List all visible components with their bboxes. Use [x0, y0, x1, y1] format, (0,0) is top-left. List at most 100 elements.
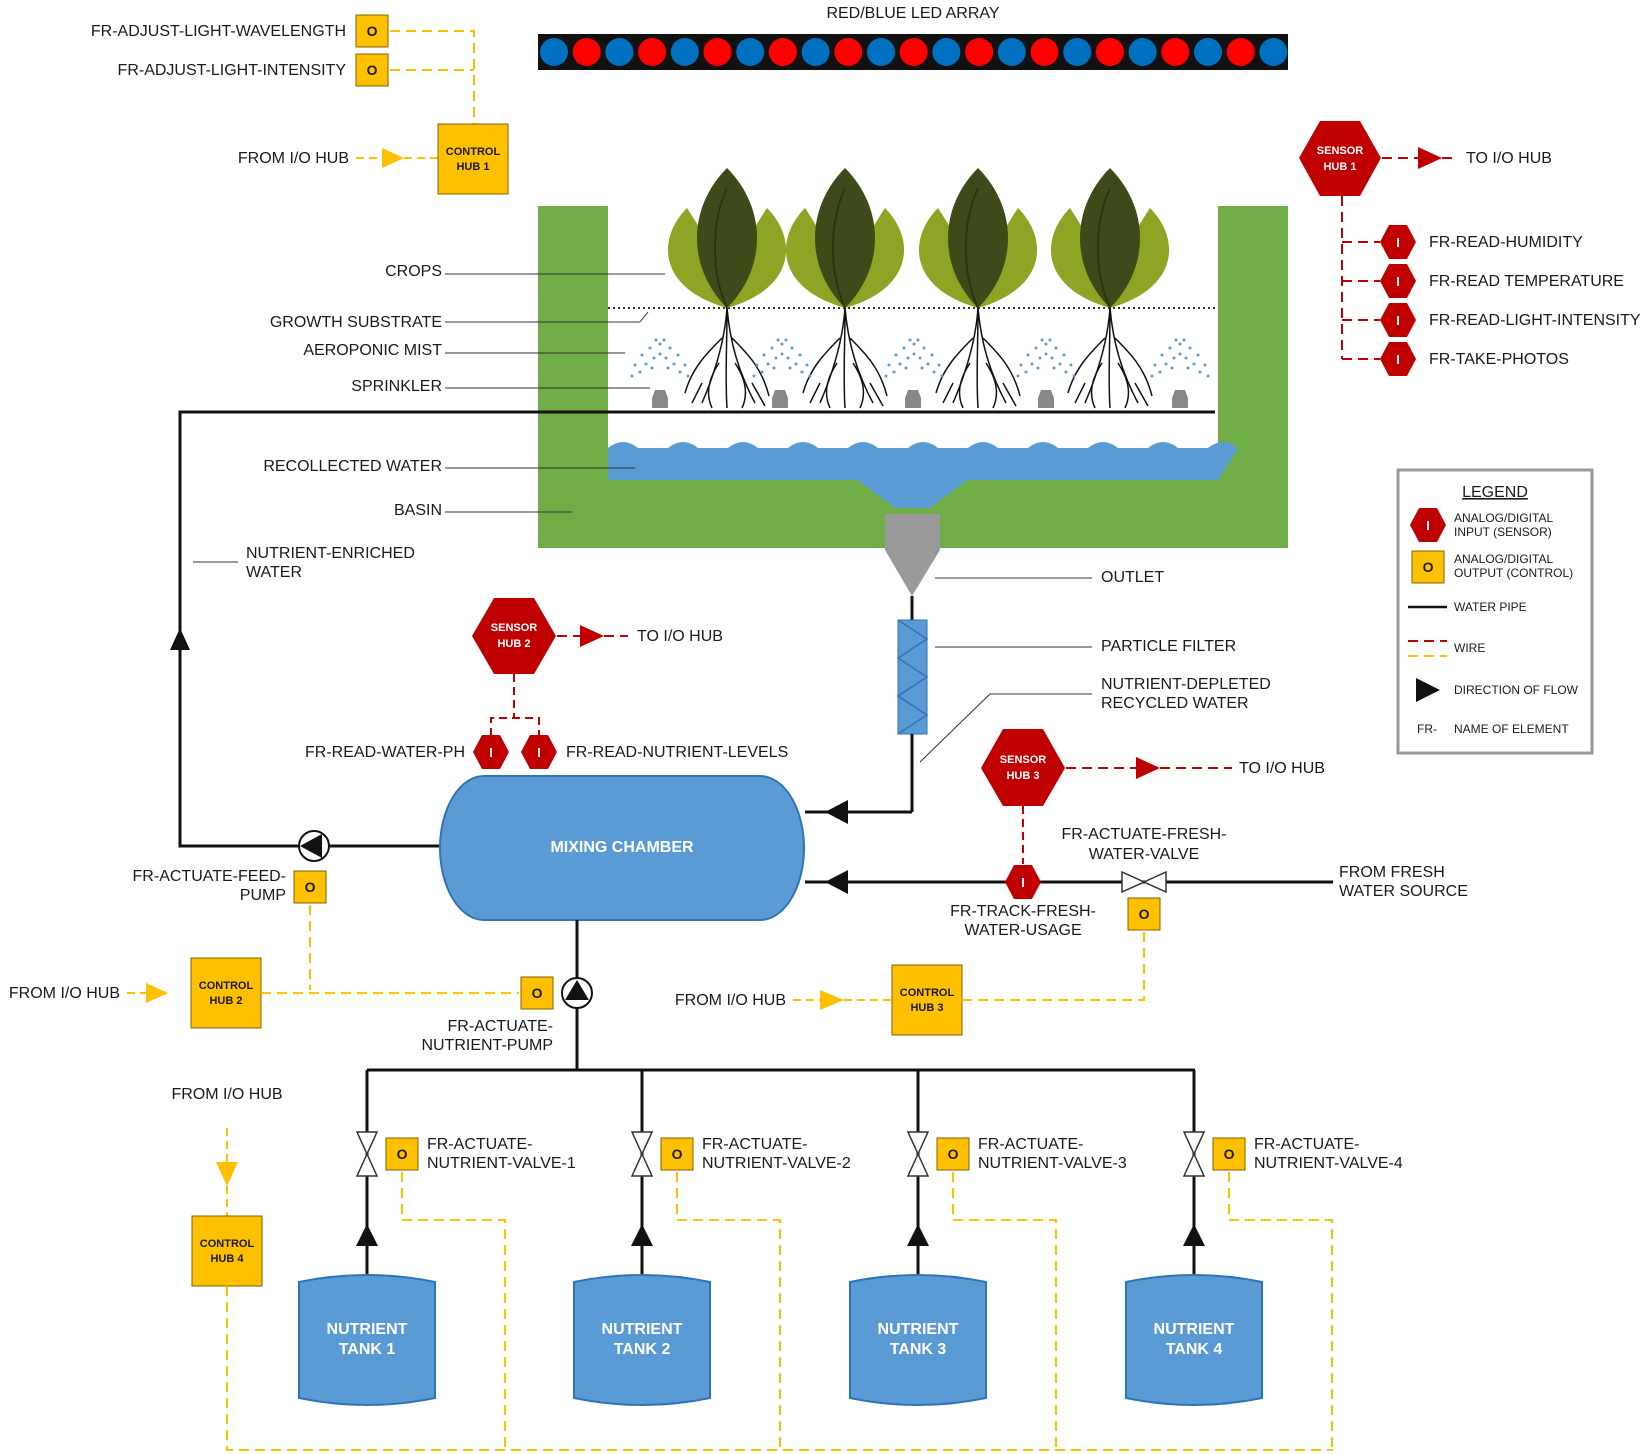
crops-label: CROPS [385, 263, 442, 280]
nutrient-depleted-label: NUTRIENT-DEPLETED [1101, 676, 1271, 693]
sensor-hub-1: SENSOR HUB 1 [1299, 121, 1381, 196]
sprinkler [1038, 390, 1054, 408]
nutrient-valve-output-icon [1212, 1137, 1246, 1171]
svg-text:SENSOR: SENSOR [1000, 754, 1047, 766]
svg-text:SENSOR: SENSOR [491, 622, 538, 634]
svg-text:HUB 3: HUB 3 [910, 1002, 943, 1014]
control-hub-2-from-io-hub: FROM I/O HUB [9, 985, 120, 1002]
take-photos-label: FR-TAKE-PHOTOS [1429, 351, 1569, 368]
aeroponic-mist-label: AEROPONIC MIST [303, 342, 442, 359]
crop-plant-4 [1049, 167, 1171, 409]
adjust-intensity-output-icon [355, 53, 389, 87]
nutrient-level-sensor-icon [521, 735, 557, 769]
led-icon [670, 38, 699, 66]
nutrient-valve-icon [356, 1131, 378, 1177]
aeroponic-mist [884, 338, 944, 378]
adjust-wavelength-output-icon [355, 14, 389, 48]
sprinkler [652, 390, 668, 408]
control-hub-4: CONTROL HUB 4 [191, 1215, 263, 1287]
led-icon [1095, 38, 1124, 66]
led-icon [965, 38, 994, 66]
led-icon [703, 38, 732, 66]
flow-arrow-icon [825, 870, 848, 894]
nutrient-valve-output-icon [385, 1137, 419, 1171]
flow-arrow-icon [825, 800, 848, 824]
led-icon [540, 38, 568, 66]
svg-text:HUB 4: HUB 4 [210, 1253, 244, 1265]
nutrient-tank-label: NUTRIENT [1154, 1321, 1235, 1338]
adjust-wavelength-label: FR-ADJUST-LIGHT-WAVELENGTH [91, 23, 346, 40]
nutrient-valve-icon [631, 1131, 653, 1177]
actuate-nutrient-valve-label: FR-ACTUATE- [427, 1136, 532, 1153]
flow-arrow-icon [580, 625, 604, 647]
aeroponic-mist [1016, 338, 1076, 378]
fresh-water-flow-sensor-icon [1005, 865, 1041, 899]
nutrient-pump-output-icon [520, 976, 554, 1010]
sprinkler [905, 390, 921, 408]
control-hub-1: CONTROL HUB 1 [437, 123, 509, 195]
svg-text:LEGEND: LEGEND [1462, 484, 1528, 501]
actuate-fresh-water-valve-label: WATER-VALVE [1089, 846, 1200, 863]
flow-arrow-icon [631, 1224, 653, 1246]
svg-text:CONTROL: CONTROL [199, 980, 254, 992]
svg-text:HUB 2: HUB 2 [497, 638, 530, 650]
aeroponic-mist [1150, 338, 1210, 378]
growth-substrate-label: GROWTH SUBSTRATE [270, 314, 442, 331]
led-icon [932, 38, 961, 66]
ph-sensor-icon [473, 735, 509, 769]
read-nutrient-levels-label: FR-READ-NUTRIENT-LEVELS [566, 744, 788, 761]
crop-plant-1 [666, 167, 788, 409]
read-light-intensity-label: FR-READ-LIGHT-INTENSITY [1429, 312, 1641, 329]
svg-text:INPUT (SENSOR): INPUT (SENSOR) [1454, 525, 1552, 539]
from-fresh-water-label: FROM FRESH [1339, 864, 1445, 881]
led-icon [1259, 38, 1288, 66]
svg-text:MIXING CHAMBER: MIXING CHAMBER [550, 839, 694, 856]
svg-text:HUB 1: HUB 1 [1323, 161, 1356, 173]
fresh-water-valve-output-icon [1127, 897, 1161, 931]
control-hub-2: CONTROL HUB 2 [190, 957, 262, 1029]
camera-sensor-icon [1380, 342, 1416, 376]
nutrient-tank-label: TANK 4 [1166, 1341, 1223, 1358]
actuate-fresh-water-valve-label: FR-ACTUATE-FRESH- [1061, 826, 1226, 843]
flow-arrow-icon [1418, 147, 1442, 169]
humidity-sensor-icon [1380, 225, 1416, 259]
actuate-nutrient-valve-label: FR-ACTUATE- [702, 1136, 807, 1153]
actuate-nutrient-valve-label: FR-ACTUATE- [978, 1136, 1083, 1153]
actuate-feed-pump-label: PUMP [240, 887, 286, 904]
led-icon [867, 38, 895, 66]
control-hub-3-from-io-hub: FROM I/O HUB [675, 992, 786, 1009]
track-fresh-water-usage-label: WATER-USAGE [964, 922, 1081, 939]
feed-pump-output-icon [293, 870, 327, 904]
svg-text:DIRECTION OF FLOW: DIRECTION OF FLOW [1454, 683, 1579, 697]
svg-text:CONTROL: CONTROL [200, 1238, 255, 1250]
actuate-nutrient-valve-label: NUTRIENT-VALVE-1 [427, 1155, 576, 1172]
outlet-label: OUTLET [1101, 569, 1164, 586]
svg-text:OUTPUT (CONTROL): OUTPUT (CONTROL) [1454, 566, 1573, 580]
led-array [538, 34, 1288, 70]
flow-arrow-icon [382, 148, 404, 168]
led-icon [572, 38, 601, 66]
svg-text:ANALOG/DIGITAL: ANALOG/DIGITAL [1454, 552, 1553, 566]
sensor-hub-2: SENSOR HUB 2 [472, 598, 556, 674]
mixing-chamber: MIXING CHAMBER [439, 775, 805, 921]
sensor-hub-1-to-io-hub: TO I/O HUB [1466, 150, 1552, 167]
nutrient-tank-label: NUTRIENT [602, 1321, 683, 1338]
nutrient-tank-label: NUTRIENT [327, 1321, 408, 1338]
nutrient-tank-2-assembly: FR-ACTUATE-NUTRIENT-VALVE-2NUTRIENTTANK … [573, 1070, 851, 1450]
read-temperature-label: FR-READ TEMPERATURE [1429, 273, 1624, 290]
crop-plant-3 [917, 167, 1039, 409]
sprinkler [772, 390, 788, 408]
svg-text:FR-: FR- [1417, 722, 1437, 736]
actuate-nutrient-pump-label: NUTRIENT-PUMP [421, 1037, 553, 1054]
from-fresh-water-label: WATER SOURCE [1339, 883, 1468, 900]
svg-text:ANALOG/DIGITAL: ANALOG/DIGITAL [1454, 511, 1553, 525]
crop-plant-2 [784, 167, 906, 409]
led-icon [899, 38, 928, 66]
nutrient-valve-output-icon [936, 1137, 970, 1171]
nutrient-valve-output-icon [660, 1137, 694, 1171]
flow-arrow-icon [907, 1224, 929, 1246]
flow-arrow-icon [216, 1162, 238, 1186]
